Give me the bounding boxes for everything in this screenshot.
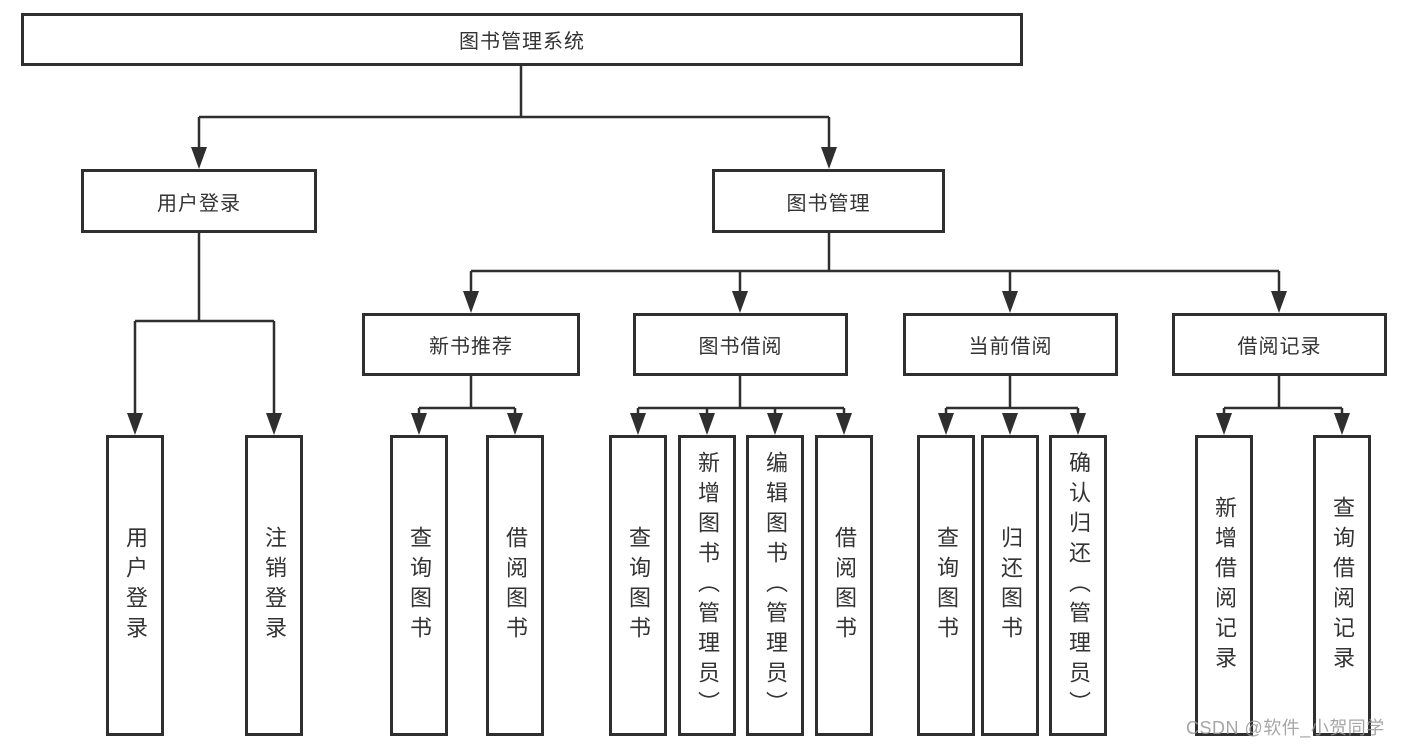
leaf-recommend-query-books: 查询图书 — [390, 435, 448, 736]
leaf-label: 注销登录 — [262, 525, 287, 646]
leaf-label: 新增图书（管理员） — [695, 450, 720, 721]
node-label-new-book-recommendation: 新书推荐 — [429, 336, 513, 358]
node-borrowing-records: 借阅记录 — [1172, 313, 1387, 376]
leaf-current-confirm-return: 确认归还（管理员） — [1049, 435, 1107, 736]
leaf-user-login: 用户登录 — [106, 435, 164, 736]
leaf-borrow-borrow-books: 借阅图书 — [815, 435, 873, 736]
node-book-borrowing: 图书借阅 — [633, 313, 848, 376]
leaf-label: 归还图书 — [998, 525, 1023, 646]
leaf-borrow-query-books: 查询图书 — [609, 435, 667, 736]
leaf-label: 查询图书 — [626, 525, 651, 646]
node-book-management: 图书管理 — [712, 169, 945, 233]
leaf-borrow-edit-books: 编辑图书（管理员） — [746, 435, 804, 736]
node-label-book-borrowing: 图书借阅 — [698, 336, 783, 358]
leaf-recommend-borrow-books: 借阅图书 — [486, 435, 544, 736]
leaf-label: 确认归还（管理员） — [1066, 450, 1091, 721]
leaf-label: 新增借阅记录 — [1212, 495, 1237, 676]
node-label-borrowing-records: 借阅记录 — [1237, 336, 1322, 358]
node-user-login: 用户登录 — [81, 169, 317, 233]
arrowhead-icons — [127, 147, 1350, 435]
leaf-label: 编辑图书（管理员） — [763, 450, 788, 721]
leaf-label: 借阅图书 — [503, 525, 528, 646]
leaf-label: 查询图书 — [407, 525, 432, 646]
leaf-current-query-books: 查询图书 — [917, 435, 975, 736]
node-label-user-login: 用户登录 — [157, 192, 241, 215]
leaf-records-add-record: 新增借阅记录 — [1195, 435, 1253, 736]
node-new-book-recommendation: 新书推荐 — [362, 313, 580, 376]
leaf-label: 查询图书 — [934, 525, 959, 646]
tree-connector-path — [133, 66, 1344, 415]
leaf-label: 查询借阅记录 — [1330, 495, 1355, 676]
leaf-logout: 注销登录 — [245, 435, 303, 736]
leaf-records-query-record: 查询借阅记录 — [1313, 435, 1371, 736]
node-label-root: 图书管理系统 — [459, 31, 585, 53]
leaf-label: 借阅图书 — [832, 525, 857, 646]
watermark: CSDN @软件_小贺同学 — [1186, 718, 1385, 738]
node-current-borrowing: 当前借阅 — [903, 313, 1118, 376]
node-label-current-borrowing: 当前借阅 — [968, 336, 1053, 358]
leaf-borrow-add-books: 新增图书（管理员） — [678, 435, 736, 736]
node-library-management-system: 图书管理系统 — [21, 13, 1023, 66]
node-label-book-management: 图书管理 — [786, 192, 871, 215]
leaf-current-return-books: 归还图书 — [981, 435, 1039, 736]
leaf-label: 用户登录 — [123, 525, 148, 646]
